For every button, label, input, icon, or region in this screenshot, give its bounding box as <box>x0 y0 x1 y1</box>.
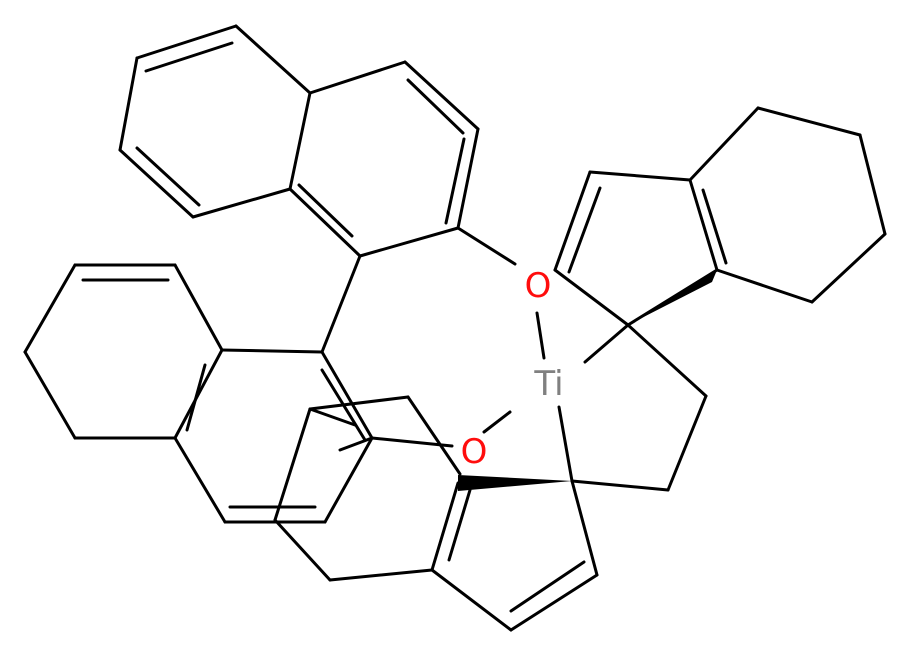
bond-line <box>323 436 374 524</box>
atom-o-lower: O <box>461 432 488 472</box>
bond-line <box>173 436 227 524</box>
bond-line <box>553 170 592 272</box>
bond-line <box>456 226 517 266</box>
bond-layer <box>23 24 887 632</box>
bond-line <box>308 60 407 95</box>
bond-line <box>220 348 324 354</box>
bond-line <box>444 137 466 225</box>
atom-o-upper: O <box>525 266 552 306</box>
bond-line <box>173 263 224 352</box>
atom-ti: Ti <box>533 364 563 404</box>
bond-line <box>144 41 234 73</box>
bond-line <box>297 183 354 238</box>
bond-line <box>118 148 195 219</box>
bond-line <box>406 395 462 476</box>
bond-line <box>403 60 480 131</box>
bond-line <box>185 363 207 432</box>
bond-line <box>583 323 630 364</box>
bond-line <box>715 268 814 304</box>
wedge-bond-lower <box>458 475 572 491</box>
bond-line <box>135 146 201 207</box>
bond-line <box>688 178 719 272</box>
bond-line <box>756 106 862 137</box>
bond-line <box>688 106 760 182</box>
bond-line <box>23 263 77 354</box>
bond-line <box>626 323 708 398</box>
bond-line <box>135 24 238 60</box>
bond-line <box>430 568 513 632</box>
bond-line <box>567 186 602 274</box>
bond-line <box>701 188 728 265</box>
bond-line <box>273 407 312 522</box>
bond-line <box>553 268 630 327</box>
bond-line <box>406 78 465 135</box>
bond-line <box>482 410 512 434</box>
bond-line <box>320 254 362 354</box>
bond-line <box>308 395 410 411</box>
bond-line <box>557 405 574 483</box>
bond-line <box>320 350 374 440</box>
bond-line <box>23 350 77 440</box>
bond-line <box>430 481 460 572</box>
bond-line <box>338 436 374 452</box>
bond-line <box>570 479 670 492</box>
bond-line <box>509 573 599 632</box>
bond-line <box>456 127 480 230</box>
bond-line <box>858 133 887 236</box>
bond-line <box>588 170 692 182</box>
bond-line <box>118 56 139 152</box>
bond-line <box>234 24 312 95</box>
bond-line <box>666 394 708 492</box>
bond-line <box>570 479 599 577</box>
bond-line <box>191 187 292 219</box>
bond-line <box>810 232 887 304</box>
bond-line <box>273 518 332 582</box>
wedge-bond-upper <box>628 270 717 325</box>
bond-line <box>288 187 362 258</box>
bond-line <box>535 311 546 360</box>
bond-line <box>288 91 312 191</box>
bond-line <box>308 407 357 427</box>
bond-line <box>328 568 434 582</box>
bond-line <box>509 560 586 613</box>
bond-line <box>358 226 460 258</box>
bond-line <box>447 488 472 562</box>
